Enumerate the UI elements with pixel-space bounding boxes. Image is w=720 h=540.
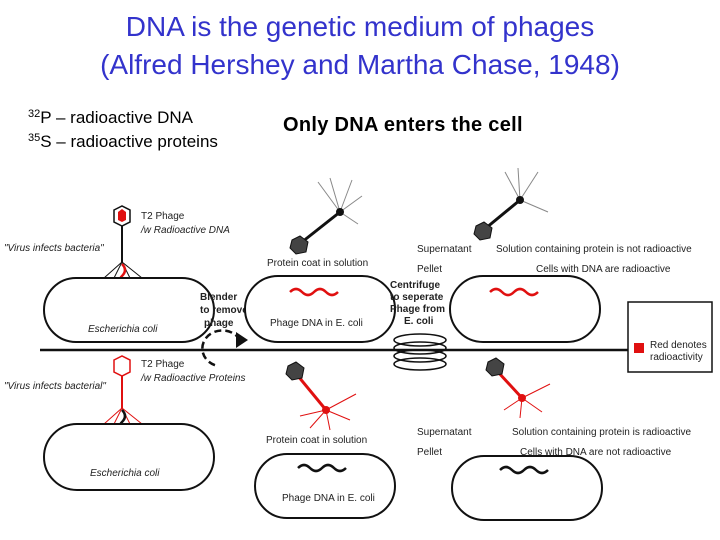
isotope-s35-line: 35S – radioactive proteins: [28, 128, 218, 152]
bottom-phage-label-2: /w Radioactive Proteins: [140, 373, 246, 384]
centrifuge-label-3: Phage from: [390, 304, 445, 315]
legend-red-swatch: [634, 343, 644, 353]
blender-rotation-icon: [201, 329, 248, 368]
bottom-infects-label: "Virus infects bacterial": [4, 381, 106, 392]
bottom-supernatant-result: Solution containing protein is radioacti…: [512, 427, 691, 438]
bottom-supernatant-label: Supernatant: [417, 427, 472, 438]
top-supernatant-result: Solution containing protein is not radio…: [496, 244, 692, 255]
bottom-left-cell: [43, 423, 215, 491]
slide-subtitle: (Alfred Hershey and Martha Chase, 1948): [100, 49, 620, 80]
bottom-pellet-result: Cells with DNA are not radioactive: [520, 447, 672, 458]
bottom-right-cell: [451, 455, 603, 521]
blender-label-2: to remove: [200, 305, 248, 316]
top-middle-phage-coat: [289, 177, 363, 255]
centrifuge-label-4: E. coli: [404, 316, 434, 327]
top-pellet-result: Cells with DNA are radioactive: [536, 264, 671, 275]
p32-text: P – radioactive DNA: [40, 108, 194, 127]
bottom-middle-phage-coat: [285, 361, 357, 431]
centrifuge-label-1: Centrifuge: [390, 280, 440, 291]
top-supernatant-label: Supernatant: [417, 244, 472, 255]
top-infects-label: "Virus infects bacteria": [4, 243, 104, 254]
top-coat-label: Protein coat in solution: [267, 258, 368, 269]
bottom-pellet-label: Pellet: [417, 447, 442, 458]
p32-mass: 32: [28, 108, 41, 120]
blender-label-1: Blender: [200, 292, 237, 303]
bottom-coat-label: Protein coat in solution: [266, 435, 367, 446]
s35-mass: 35: [28, 132, 41, 144]
phage-protein-labeled: [103, 355, 143, 437]
legend-label-1: Red denotes: [650, 340, 707, 351]
top-middle-cell: [244, 275, 396, 343]
top-left-cell: [43, 277, 215, 343]
bottom-phage-label-1: T2 Phage: [141, 359, 185, 370]
legend-label-2: radioactivity: [650, 352, 703, 363]
legend-box: [627, 301, 713, 373]
bottom-right-phage-coat: [485, 357, 551, 419]
top-left-cell-label: Escherichia coli: [88, 324, 158, 335]
centrifuge-spiral-icon: [393, 333, 447, 371]
centrifuge-label-2: to seperate: [390, 292, 444, 303]
bottom-dna-label: Phage DNA in E. coli: [282, 493, 375, 504]
s35-text: S – radioactive proteins: [40, 132, 218, 151]
bottom-left-cell-label: Escherichia coli: [90, 468, 160, 479]
top-phage-label-2: /w Radioactive DNA: [140, 225, 230, 236]
top-phage-label-1: T2 Phage: [141, 211, 185, 222]
blender-label-3: phage: [204, 318, 234, 329]
conclusion-text: Only DNA enters the cell: [283, 114, 523, 136]
top-right-phage-coat: [473, 167, 549, 241]
isotope-p32-line: 32P – radioactive DNA: [28, 104, 193, 128]
hershey-chase-diagram: T2 Phage /w Radioactive DNA "Virus infec…: [4, 167, 713, 521]
top-right-cell: [449, 275, 601, 343]
top-dna-label: Phage DNA in E. coli: [270, 318, 363, 329]
bottom-middle-cell: [254, 453, 396, 519]
top-pellet-label: Pellet: [417, 264, 442, 275]
slide-title: DNA is the genetic medium of phages: [125, 11, 595, 42]
